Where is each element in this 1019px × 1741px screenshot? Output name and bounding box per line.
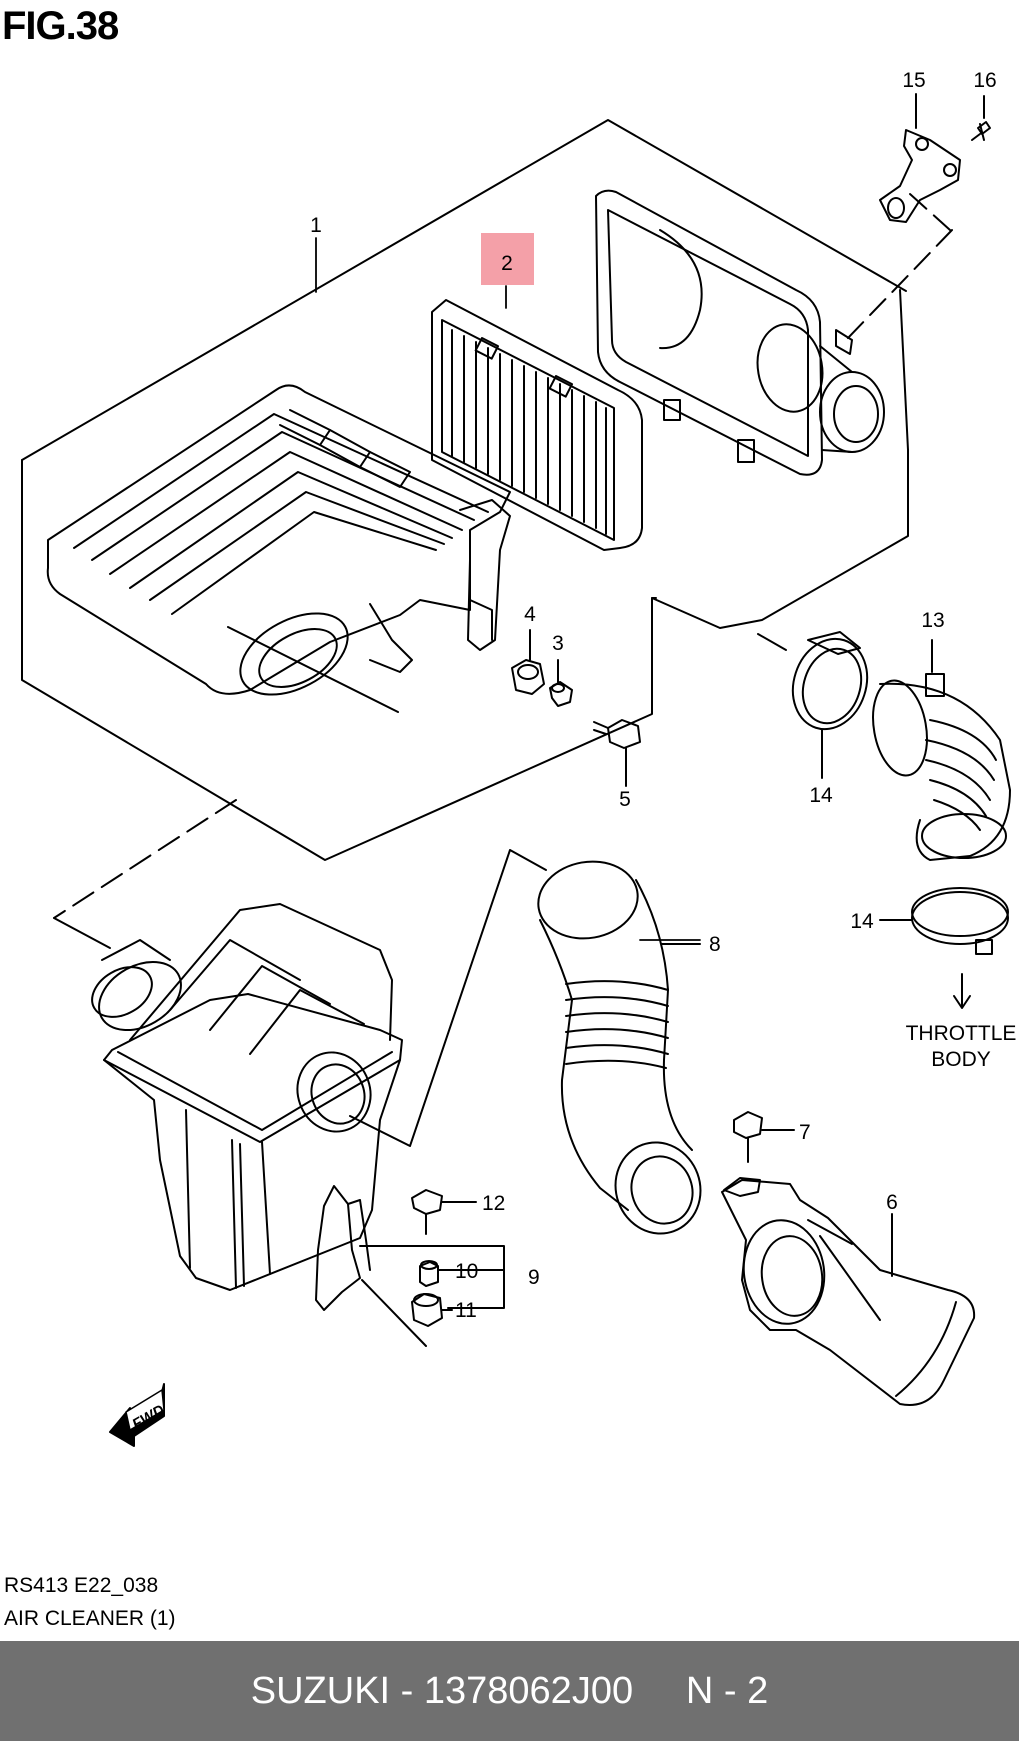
arrow-down-throttle (953, 973, 971, 1009)
footer-bar: SUZUKI - 1378062J00 N - 2 (0, 1641, 1019, 1741)
figure-title: FIG.38 (2, 4, 119, 48)
air-cleaner-lower-case (91, 903, 403, 1291)
part-2-highlight (481, 233, 534, 285)
dash-leader-left (53, 799, 237, 919)
callout-5: 5 (619, 788, 631, 811)
air-filter-element (431, 299, 643, 551)
air-inlet-duct (721, 1177, 976, 1406)
throttle-label-line1: THROTTLE (906, 1022, 1017, 1045)
callout-2: 2 (501, 252, 513, 275)
callout-13: 13 (921, 609, 944, 632)
bolt-12 (411, 1189, 477, 1235)
callout-4: 4 (524, 603, 536, 626)
throttle-label-line2: BODY (931, 1048, 991, 1071)
collar-3 (549, 659, 573, 707)
callout-15: 15 (902, 69, 925, 92)
dash-leader-left-2 (53, 917, 111, 949)
callout-7: 7 (799, 1121, 811, 1144)
callout-8: 8 (709, 933, 721, 956)
callout-9: 9 (528, 1266, 540, 1289)
callout-16: 16 (973, 69, 996, 92)
diagram-code: RS413 E22_038 (4, 1574, 159, 1597)
callout-10: 10 (455, 1260, 478, 1283)
callout-1: 1 (310, 214, 322, 237)
bolt-5 (593, 719, 641, 787)
fwd-arrow: FWD (109, 1383, 168, 1447)
grommet-11 (411, 1293, 453, 1327)
air-flow-sensor (879, 93, 985, 223)
air-cleaner-upper-case (46, 384, 511, 696)
bolt-7 (733, 1111, 795, 1163)
callout-labels: 1 2 3 4 5 6 7 8 9 10 11 12 13 14 14 15 1… (310, 69, 997, 1322)
callout-6: 6 (886, 1191, 898, 1214)
callout-12: 12 (482, 1192, 505, 1215)
leader-8-case (349, 849, 547, 1147)
leader-15 (909, 193, 951, 231)
collar-10 (419, 1260, 449, 1287)
footer-part-info: SUZUKI - 1378062J00 N - 2 (250, 1669, 769, 1712)
hose-clamp-lower (879, 887, 1009, 955)
exploded-parts-diagram: FWD 1 2 3 4 5 6 7 8 9 10 11 12 13 14 14 … (21, 69, 1017, 1447)
outlet-hose (872, 639, 1011, 861)
leader-14-up (757, 633, 787, 651)
air-cleaner-case-cover (595, 189, 885, 476)
screw-16 (971, 95, 991, 141)
grommet-4 (511, 629, 545, 695)
callout-14-lower: 14 (850, 910, 874, 933)
assembly-outline (21, 119, 909, 861)
air-intake-hose (537, 860, 702, 1235)
hose-clamp-upper (791, 631, 869, 779)
callout-14-upper: 14 (809, 784, 833, 807)
throttle-body-label: THROTTLE BODY (906, 1022, 1017, 1071)
callout-3: 3 (552, 632, 564, 655)
diagram-caption: AIR CLEANER (1) (4, 1607, 176, 1630)
leader-15b (845, 229, 953, 341)
callout-11: 11 (455, 1299, 477, 1322)
callout-leaders (315, 237, 701, 941)
